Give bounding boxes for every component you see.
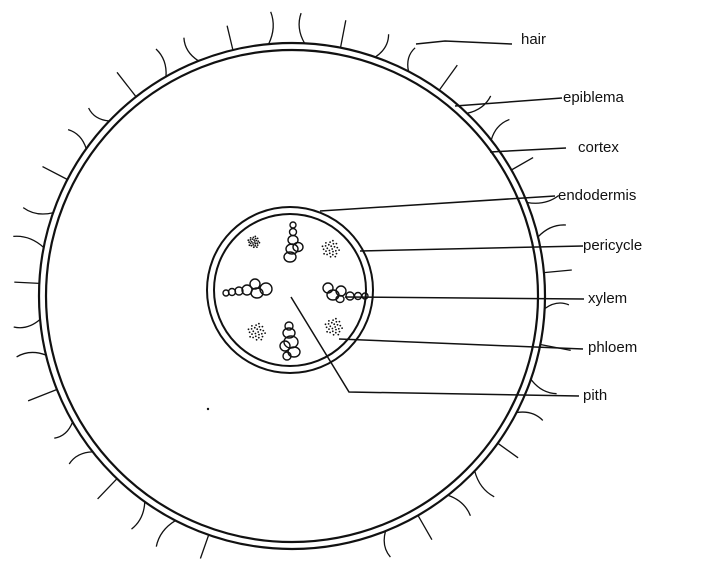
root-hair (475, 471, 495, 497)
label-cortex: cortex (578, 139, 619, 157)
root-hair (23, 208, 53, 214)
root-hair (68, 130, 86, 149)
root-hair (439, 65, 457, 90)
xylem-left (223, 279, 272, 298)
root-hair (538, 225, 566, 237)
label-hair: hair (521, 31, 546, 49)
root-hair (98, 479, 117, 499)
root-hair (491, 120, 509, 141)
xylem-right (323, 283, 368, 303)
label-epiblema: epiblema (563, 89, 624, 107)
root-hair (132, 502, 145, 529)
root-hair (17, 352, 46, 356)
root-hair (69, 452, 93, 464)
root-hair (269, 12, 274, 44)
root-hair (14, 319, 40, 327)
root-hair (200, 535, 208, 559)
root-hair (227, 26, 233, 50)
root-hair (117, 72, 136, 97)
root-hair (384, 531, 390, 557)
root-hair (89, 108, 110, 121)
root-hair (498, 443, 518, 458)
xylem-bottom (280, 322, 300, 360)
root-hair (184, 38, 199, 61)
root-hair (418, 515, 432, 539)
root-hair (13, 236, 43, 247)
root-hair (341, 20, 346, 48)
label-endodermis: endodermis (558, 187, 636, 205)
root-hair (517, 412, 543, 420)
epiblema-ring (39, 43, 545, 549)
root-hairs (13, 12, 572, 559)
root-hair (408, 48, 415, 72)
label-xylem: xylem (588, 290, 627, 308)
phloem-patch (325, 318, 343, 336)
root-hair (544, 270, 572, 273)
root-hair (531, 379, 557, 393)
speck (207, 408, 209, 410)
cortex-leader (490, 148, 566, 152)
root-hair (299, 13, 304, 43)
phloem-patch (322, 240, 340, 258)
root-hair (511, 158, 533, 170)
root-hair (14, 282, 39, 283)
root-hair (448, 495, 471, 516)
root-hair (43, 167, 68, 180)
label-pith: pith (583, 387, 607, 405)
hair-leader (416, 41, 512, 44)
label-pericycle: pericycle (583, 237, 642, 255)
root-hair (156, 521, 175, 547)
pericycle-leader (360, 246, 583, 251)
xylem-leader (345, 297, 584, 299)
root-hair (28, 390, 57, 401)
root-hair (54, 422, 72, 438)
phloem-patch (248, 323, 266, 341)
label-phloem: phloem (588, 339, 637, 357)
root-hair (545, 303, 569, 309)
root-hair (375, 34, 388, 57)
epiblema-leader (455, 98, 562, 106)
phloem-leader (339, 339, 583, 349)
root-hair (156, 49, 166, 77)
phloem-patch (247, 236, 260, 249)
xylem-top (284, 222, 303, 262)
